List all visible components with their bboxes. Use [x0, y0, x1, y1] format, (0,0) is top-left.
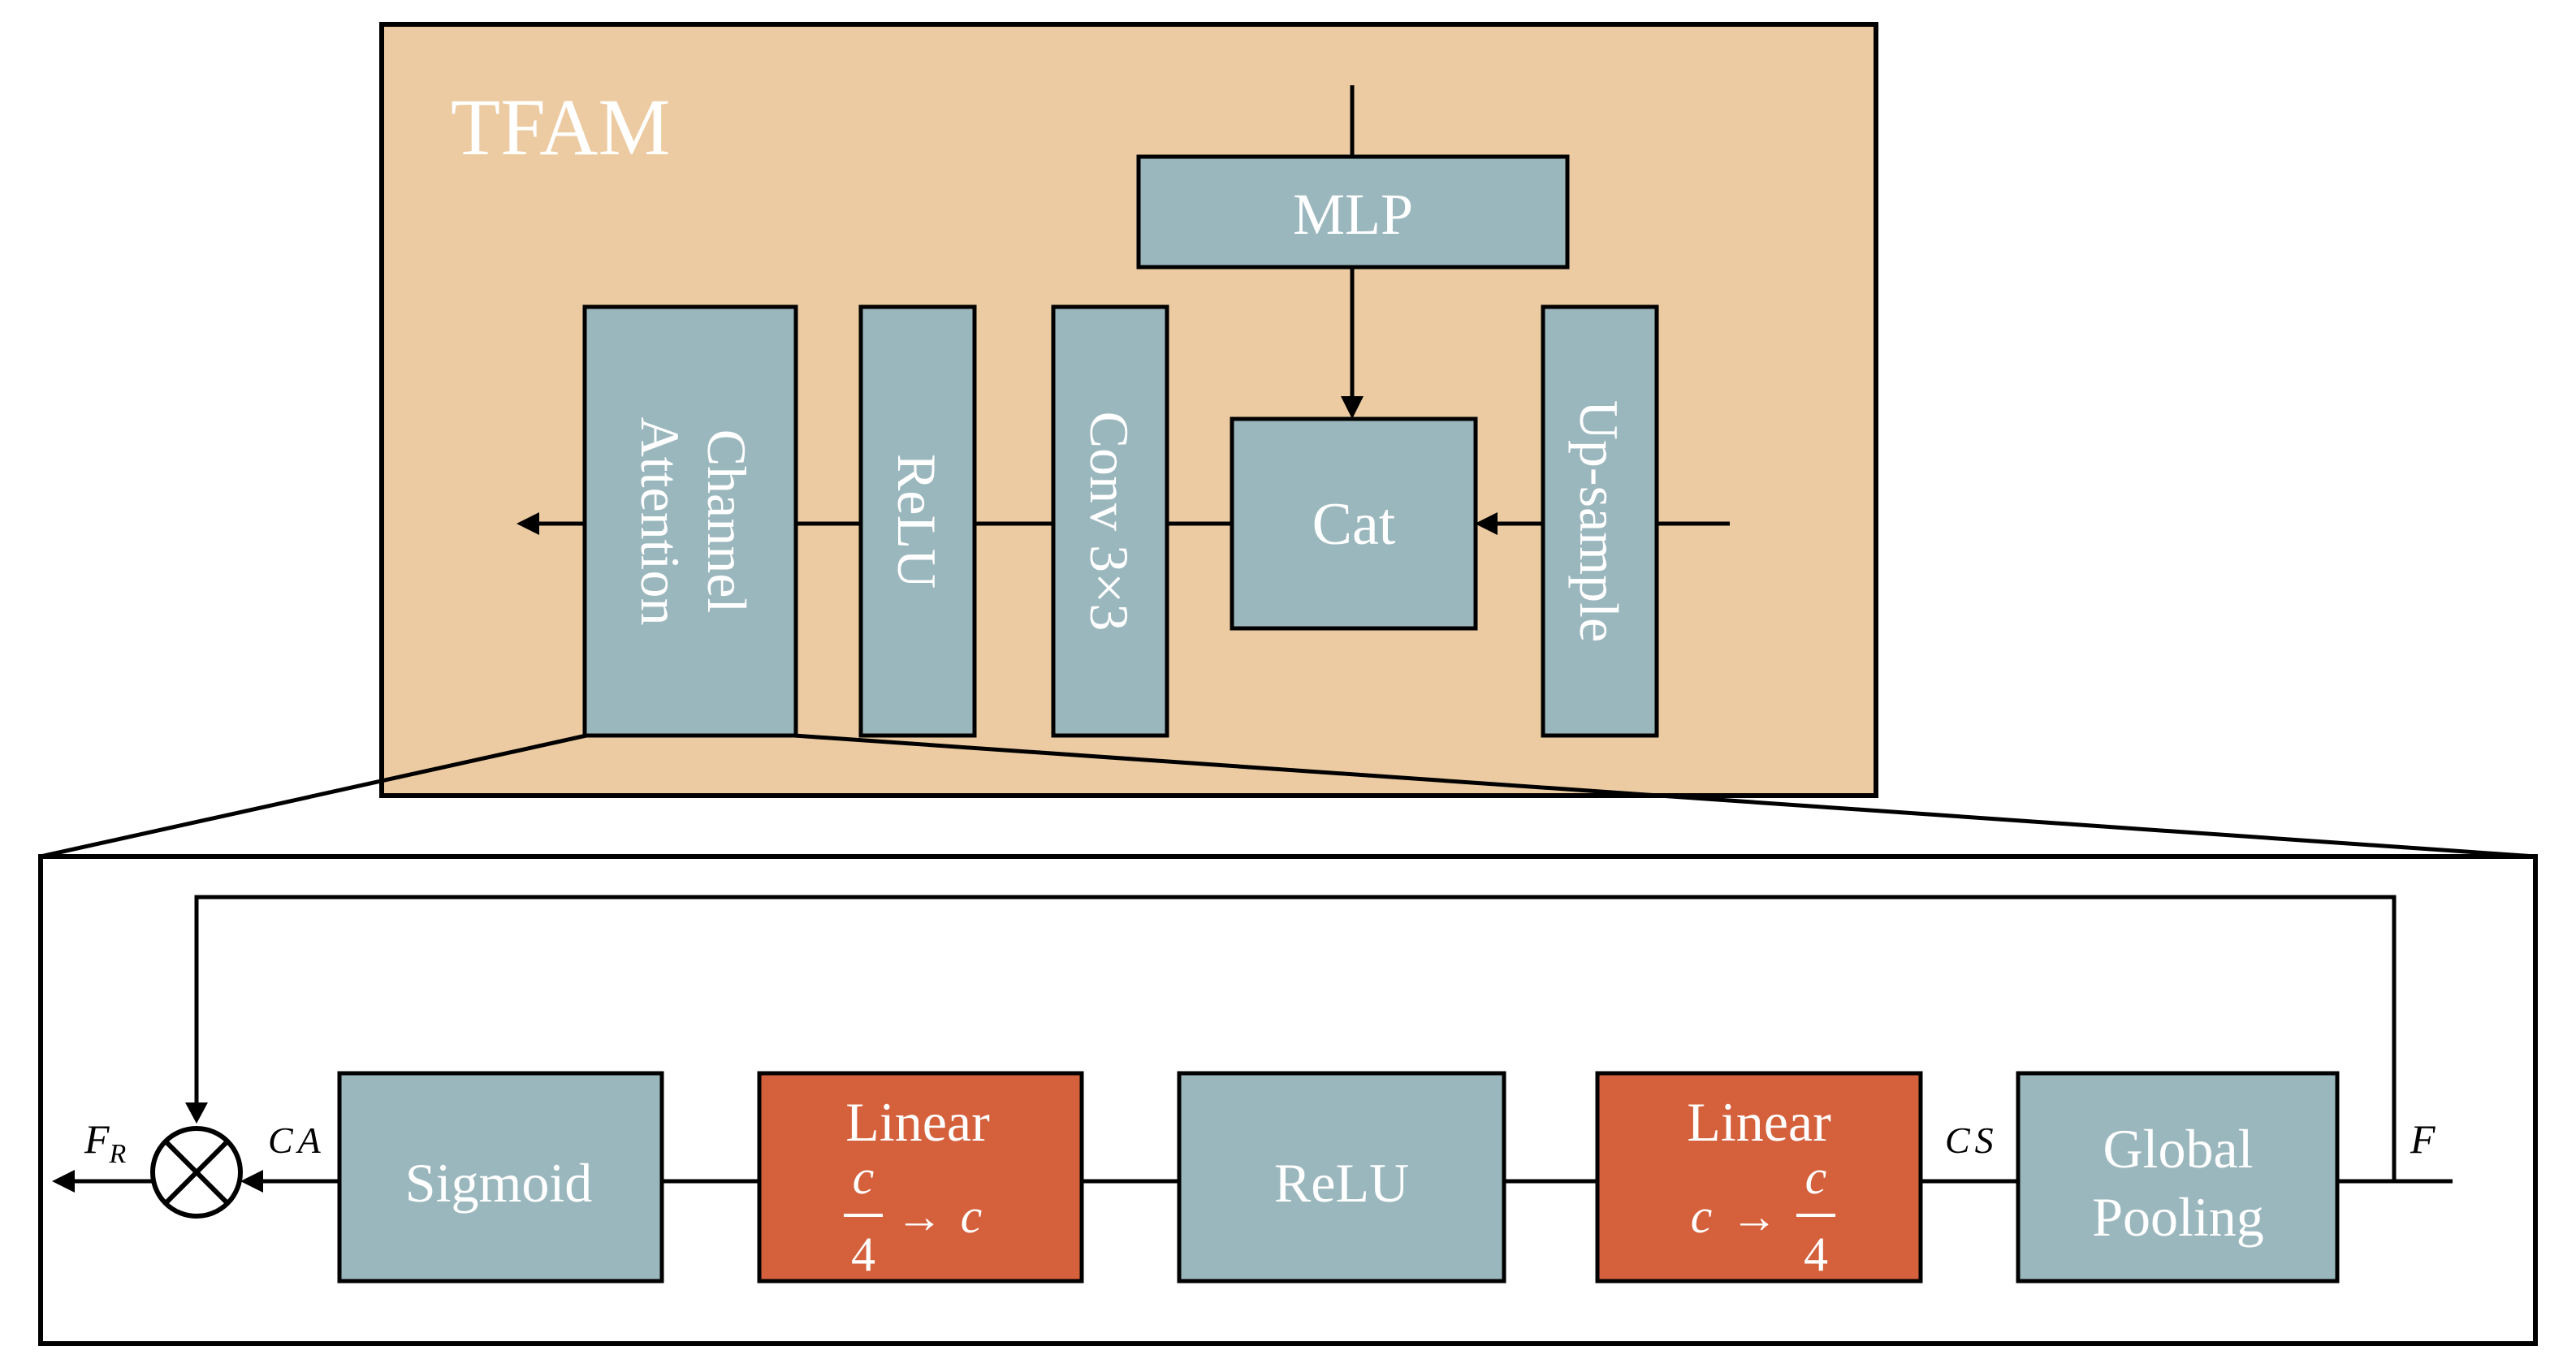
- linear-up-arrow: →: [896, 1190, 943, 1243]
- linear-up-title: Linear: [845, 1091, 990, 1153]
- conv-label: Conv 3×3: [1078, 412, 1140, 632]
- tfam-title: TFAM: [451, 82, 670, 172]
- linear-up-numerator: c: [853, 1150, 875, 1204]
- fr-output-arrowhead: [52, 1170, 75, 1193]
- cat-label: Cat: [1312, 491, 1396, 558]
- mlp-block: MLP: [1136, 154, 1570, 270]
- fr-label-sub: R: [109, 1139, 127, 1169]
- zoom-line-left: [40, 733, 587, 859]
- skip-connection-arrowhead: [185, 1102, 208, 1124]
- linear-down-denominator: 4: [1804, 1227, 1828, 1281]
- linear-down-arrow: →: [1731, 1190, 1778, 1243]
- mlp-label: MLP: [1293, 182, 1413, 247]
- sigmoid-label: Sigmoid: [405, 1152, 593, 1214]
- detail-relu-block: ReLU: [1177, 1071, 1506, 1284]
- zoom-line-right: [793, 733, 2536, 859]
- sigmoid-to-multiply-arrowhead: [240, 1170, 263, 1193]
- channel-attention-label-line1: Channel: [696, 429, 758, 614]
- cat-block: Cat: [1230, 416, 1478, 631]
- tfam-relu-label: ReLU: [886, 454, 948, 589]
- fr-label: FR: [84, 1116, 127, 1169]
- channel-attention-block: Channel Attention: [582, 304, 798, 738]
- linear-up-denominator: 4: [851, 1227, 875, 1281]
- channel-attention-label-line2: Attention: [629, 417, 691, 626]
- upsample-label: Up-sample: [1568, 400, 1630, 642]
- skip-connection-line: [194, 895, 2397, 1181]
- upsample-to-cat-arrowhead: [1475, 512, 1498, 535]
- fr-label-main: F: [84, 1116, 110, 1162]
- tfam-relu-block: ReLU: [858, 304, 977, 738]
- linear-down-numerator: c: [1805, 1150, 1827, 1204]
- linear-down-title: Linear: [1687, 1091, 1831, 1153]
- global-pooling-block: Global Pooling: [2016, 1071, 2340, 1284]
- f-label: F: [2410, 1116, 2436, 1162]
- mlp-to-cat-arrowhead: [1341, 396, 1364, 419]
- tfam-output-arrowhead: [516, 512, 539, 535]
- global-pooling-label-line1: Global: [2103, 1118, 2253, 1180]
- detail-relu-label: ReLU: [1274, 1152, 1409, 1214]
- conv-block: Conv 3×3: [1051, 304, 1169, 738]
- global-pooling-label-line2: Pooling: [2092, 1186, 2264, 1248]
- linear-down-block: Linear c → c 4: [1595, 1071, 1923, 1284]
- multiply-node: [150, 1126, 243, 1219]
- sigmoid-block: Sigmoid: [337, 1071, 664, 1284]
- linear-up-block: Linear c 4 → c: [757, 1071, 1084, 1284]
- linear-up-out: c: [961, 1189, 983, 1243]
- upsample-block: Up-sample: [1541, 304, 1659, 738]
- cs-label: CS: [1945, 1120, 1999, 1161]
- linear-down-in: c: [1691, 1189, 1713, 1243]
- ca-label: CA: [268, 1120, 326, 1161]
